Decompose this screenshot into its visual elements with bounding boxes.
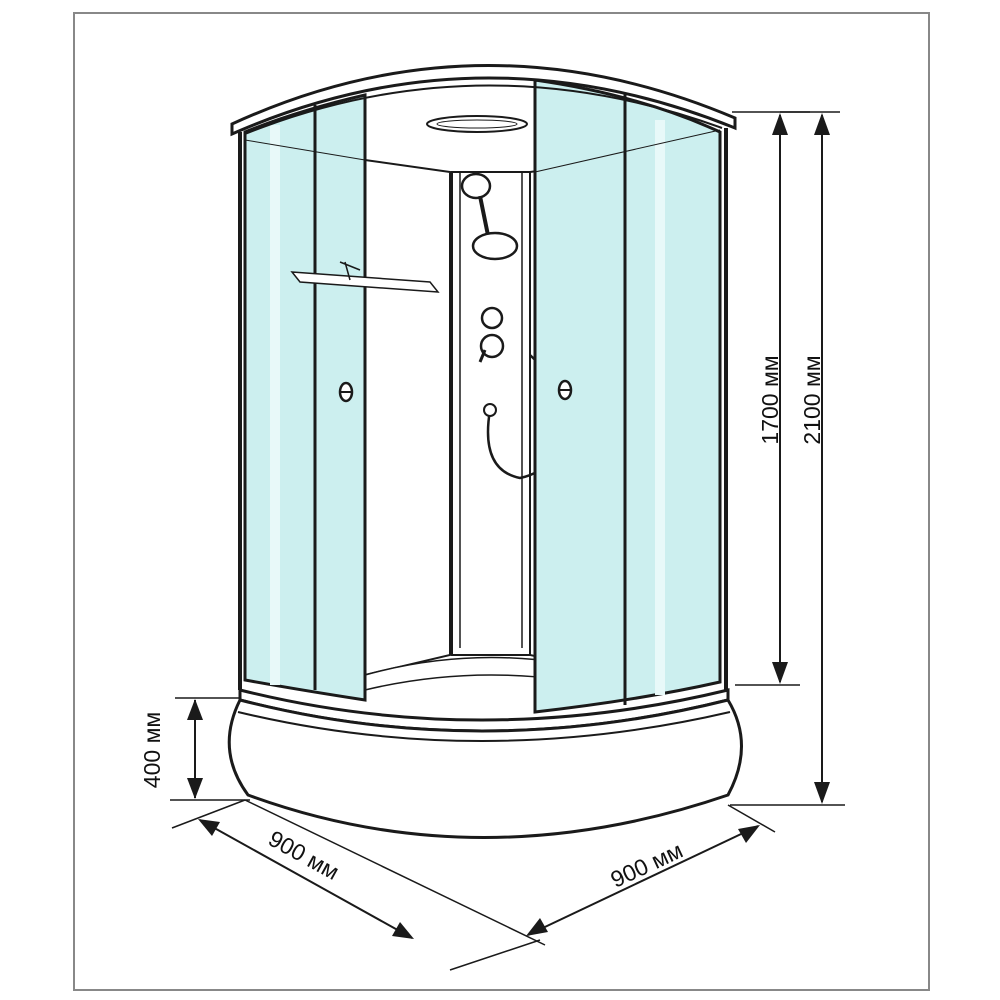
label-tray-height: 400 мм	[139, 712, 165, 788]
towel-shelf-icon	[290, 261, 440, 293]
dimension-width-right	[244, 799, 776, 946]
left-glass-panel	[243, 93, 440, 702]
shower-head-icon	[460, 172, 492, 200]
back-wall-left	[364, 158, 451, 677]
hose-connector-icon	[483, 403, 497, 417]
dimension-width-left	[171, 799, 541, 971]
hand-shower-holder-icon	[471, 231, 519, 261]
mixer-knob-icon	[479, 333, 505, 359]
dimension-tray-height	[170, 697, 250, 801]
dimension-height-total	[730, 111, 845, 806]
right-glass-panel	[533, 78, 722, 714]
cabin-roof	[230, 64, 737, 137]
label-width-right: 900 мм	[607, 837, 687, 893]
diagram-border	[73, 12, 930, 991]
control-knob-icon	[480, 306, 504, 330]
label-height-inner: 1700 мм	[757, 355, 783, 444]
ceiling-light-icon	[426, 115, 528, 133]
shower-tray	[227, 688, 743, 839]
label-width-left: 900 мм	[264, 825, 343, 885]
label-height-total: 2100 мм	[799, 355, 825, 444]
